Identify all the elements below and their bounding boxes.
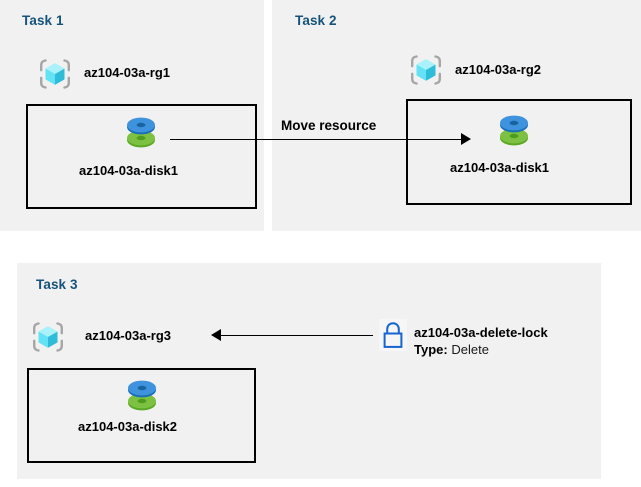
move-resource-arrow-line — [170, 139, 463, 140]
lock-type-key: Type: — [414, 342, 448, 357]
arrow-left-icon — [211, 329, 221, 341]
lock-target-arrow-line — [221, 335, 373, 336]
task-2-title: Task 2 — [295, 13, 337, 28]
resource-group-label: az104-03a-rg2 — [455, 62, 541, 77]
lock-name-label: az104-03a-delete-lock — [414, 325, 548, 340]
disk-label: az104-03a-disk1 — [79, 163, 179, 178]
disk-label: az104-03a-disk2 — [78, 419, 178, 434]
lock-type-row: Type: Delete — [414, 342, 489, 357]
resource-group-label: az104-03a-rg1 — [84, 65, 170, 80]
resource-group-icon — [38, 57, 72, 91]
resource-group-icon — [31, 320, 65, 354]
managed-disk-icon — [122, 375, 162, 417]
task-1-title: Task 1 — [22, 13, 64, 28]
task-3-title: Task 3 — [36, 277, 78, 292]
lock-icon — [379, 319, 407, 351]
resource-group-label: az104-03a-rg3 — [85, 328, 171, 343]
managed-disk-icon — [121, 112, 161, 154]
arrow-right-icon — [461, 133, 471, 145]
move-resource-label: Move resource — [281, 118, 377, 133]
resource-group-icon — [409, 53, 443, 87]
lock-type-value: Delete — [451, 342, 489, 357]
managed-disk-icon — [494, 110, 534, 152]
disk-label: az104-03a-disk1 — [450, 160, 550, 175]
